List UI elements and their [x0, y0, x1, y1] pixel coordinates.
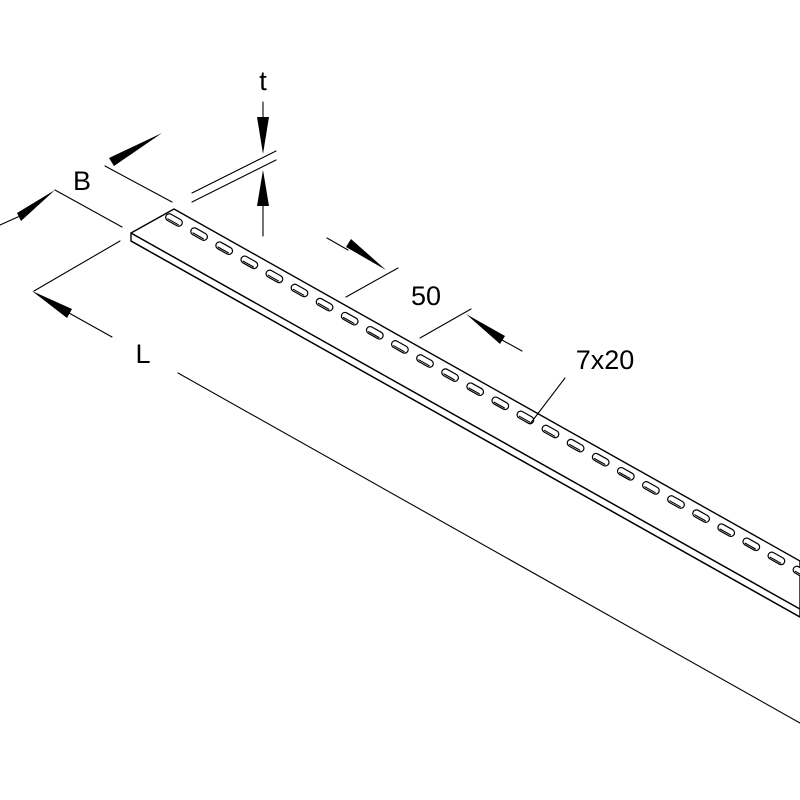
- length-label: L: [135, 339, 150, 369]
- slot-hole: [692, 509, 711, 523]
- slot-hole: [265, 269, 284, 284]
- slot-hole-edge: [493, 401, 506, 409]
- length-ext-line: [33, 240, 121, 292]
- slot-hole-edge: [393, 345, 405, 353]
- slot-hole-edge: [418, 359, 430, 367]
- width-label: B: [73, 166, 91, 196]
- slot-hole-edge: [192, 232, 204, 240]
- thickness-arrowhead-up: [257, 170, 269, 206]
- width-arrow-stem: [0, 215, 21, 226]
- slot-hole-edge: [644, 486, 656, 494]
- slot-hole: [190, 227, 209, 241]
- slot-hole-edge: [242, 260, 255, 268]
- pitch-arrow-stem-left: [326, 237, 349, 251]
- slot-hole-edge: [342, 316, 355, 324]
- slot-hole-edge: [267, 274, 280, 282]
- slot-hole: [340, 311, 359, 326]
- slot-size-callout: 7x20: [529, 345, 635, 425]
- slot-hole-edge: [769, 556, 782, 564]
- slot-hole: [315, 297, 334, 312]
- width-dimension: B: [0, 133, 173, 228]
- slot-hole-edge: [694, 514, 706, 522]
- slot-hole: [591, 452, 610, 467]
- slot-hole: [466, 382, 485, 397]
- slot-hole: [641, 481, 660, 495]
- width-arrowhead-lower: [17, 190, 55, 221]
- slot-hole: [215, 241, 234, 256]
- slot-hole-edge: [468, 387, 481, 395]
- slot-hole-edge: [167, 218, 179, 226]
- slot-hole: [491, 396, 510, 411]
- slot-hole-edge: [568, 443, 581, 451]
- thickness-ext-line-upper: [191, 150, 277, 194]
- slot-hole-edge: [593, 457, 606, 465]
- slot-hole: [767, 551, 786, 566]
- slot-size-label: 7x20: [576, 345, 635, 375]
- pitch-ext-line-left: [345, 267, 399, 298]
- slot-hole: [441, 368, 460, 382]
- length-arrowhead: [32, 291, 72, 318]
- slot-hole-edge: [317, 302, 330, 310]
- length-line-start: [68, 312, 113, 338]
- strip-top-face: [130, 232, 800, 618]
- slot-hole-edge: [719, 528, 732, 536]
- slot-hole-edge: [744, 542, 757, 550]
- slot-hole: [416, 354, 434, 368]
- slot-hole: [667, 495, 685, 509]
- length-dimension: L: [32, 240, 800, 724]
- slot-row: [165, 213, 800, 580]
- slot-hole: [566, 438, 585, 453]
- slot-hole: [742, 537, 761, 552]
- strip-front-edge: [130, 240, 800, 618]
- length-line-main: [177, 372, 800, 724]
- slot-hole-edge: [794, 570, 800, 578]
- slot-hole: [290, 283, 309, 298]
- width-arrowhead-upper: [109, 133, 162, 166]
- thickness-ext-line-lower: [191, 159, 277, 203]
- strip-top-surface: [130, 208, 800, 610]
- pitch-arrowhead-left: [346, 239, 386, 270]
- slot-hole-edge: [669, 500, 681, 508]
- slot-hole: [390, 340, 409, 354]
- slot-hole-edge: [619, 472, 631, 480]
- pitch-ext-line-right: [419, 308, 472, 339]
- slot-hole-edge: [368, 331, 380, 339]
- slot-hole: [516, 410, 535, 425]
- slot-hole: [365, 325, 384, 340]
- pitch-arrow-stem-right: [501, 339, 523, 352]
- slot-hole: [616, 466, 635, 481]
- slot-hole: [240, 255, 259, 270]
- slot-hole-edge: [217, 246, 230, 254]
- slot-leader-line: [529, 377, 566, 425]
- slot-hole-edge: [518, 415, 531, 423]
- pitch-arrowhead-right: [466, 314, 505, 344]
- thickness-label: t: [259, 66, 267, 96]
- thickness-arrowhead-down: [257, 117, 269, 154]
- perforated-strip: [130, 208, 800, 618]
- thickness-dimension: t: [191, 66, 277, 237]
- pitch-dimension: 50: [326, 237, 523, 352]
- width-ext-line-upper: [104, 165, 173, 203]
- slot-hole: [541, 424, 560, 439]
- pitch-label: 50: [411, 281, 441, 311]
- slot-hole-edge: [443, 373, 455, 381]
- slot-hole: [165, 213, 183, 227]
- slot-hole-edge: [543, 429, 556, 437]
- width-ext-line-lower: [54, 189, 123, 228]
- slot-hole-edge: [292, 288, 305, 296]
- slot-hole: [717, 523, 736, 538]
